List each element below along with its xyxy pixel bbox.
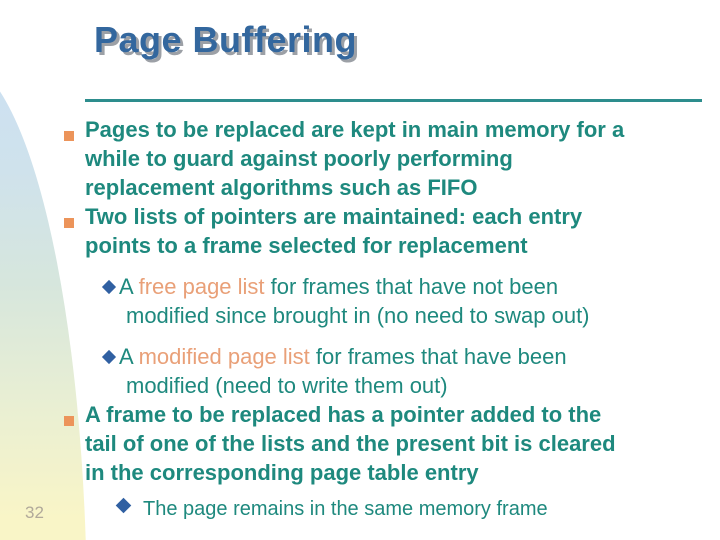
bullet-line: A frame to be replaced has a pointer add… [85,400,720,429]
title-divider [85,99,702,102]
bullet-line: tail of one of the lists and the present… [85,429,720,458]
highlighted-term: free page list [138,274,265,299]
bullet-line: A modified page list for frames that hav… [119,342,720,371]
bullet-line: Pages to be replaced are kept in main me… [85,115,720,144]
bullet-line: Two lists of pointers are maintained: ea… [85,202,720,231]
bullet-line: points to a frame selected for replaceme… [85,231,720,260]
bullet-line: while to guard against poorly performing [85,144,720,173]
bullet-item-level1: Pages to be replaced are kept in main me… [64,115,720,202]
bullet-item-level3: The page remains in the same memory fram… [115,496,720,522]
diamond-bullet-icon [115,497,132,514]
square-bullet-icon [64,218,74,228]
bullet-item-level2: A modified page list for frames that hav… [101,342,720,400]
bullet-text-segment: for frames that have not been [264,274,559,299]
bullet-item-level1: Two lists of pointers are maintained: ea… [64,202,720,260]
diamond-bullet-icon [101,279,117,295]
highlighted-term: modified page list [138,344,310,369]
bullet-text-segment: points to a frame selected for replaceme… [85,233,528,258]
bullet-text-segment: A [119,274,139,299]
bullet-line: A free page list for frames that have no… [119,272,720,301]
bullet-text-segment: in the corresponding page table entry [85,460,479,485]
bullet-line: in the corresponding page table entry [85,458,720,487]
bullet-line: replacement algorithms such as FIFO [85,173,720,202]
page-number: 32 [25,503,44,522]
slide-title: Page Buffering [94,19,358,60]
bullet-line: The page remains in the same memory fram… [143,496,720,522]
bullet-text-segment: Two lists of pointers are maintained: ea… [85,204,583,229]
square-bullet-icon [64,131,74,141]
bullet-text-segment: replacement algorithms such as FIFO [85,175,478,200]
bullet-text-segment: The page remains in the same memory fram… [143,498,548,520]
bullet-item-level1: A frame to be replaced has a pointer add… [64,400,720,487]
bullet-list: Pages to be replaced are kept in main me… [0,115,720,522]
bullet-text-segment: while to guard against poorly performing [85,146,513,171]
bullet-line: modified since brought in (no need to sw… [119,301,720,330]
bullet-text-segment: Pages to be replaced are kept in main me… [85,117,625,142]
bullet-text-segment: tail of one of the lists and the present… [85,431,616,456]
square-bullet-icon [64,416,74,426]
bullet-text-segment: modified since brought in (no need to sw… [126,303,590,328]
bullet-text-segment: A [119,344,139,369]
bullet-line: modified (need to write them out) [119,371,720,400]
bullet-text-segment: for frames that have been [309,344,567,369]
bullet-text-segment: A frame to be replaced has a pointer add… [85,402,602,427]
diamond-bullet-icon [101,349,117,365]
bullet-item-level2: A free page list for frames that have no… [101,272,720,330]
bullet-text-segment: modified (need to write them out) [126,373,448,398]
